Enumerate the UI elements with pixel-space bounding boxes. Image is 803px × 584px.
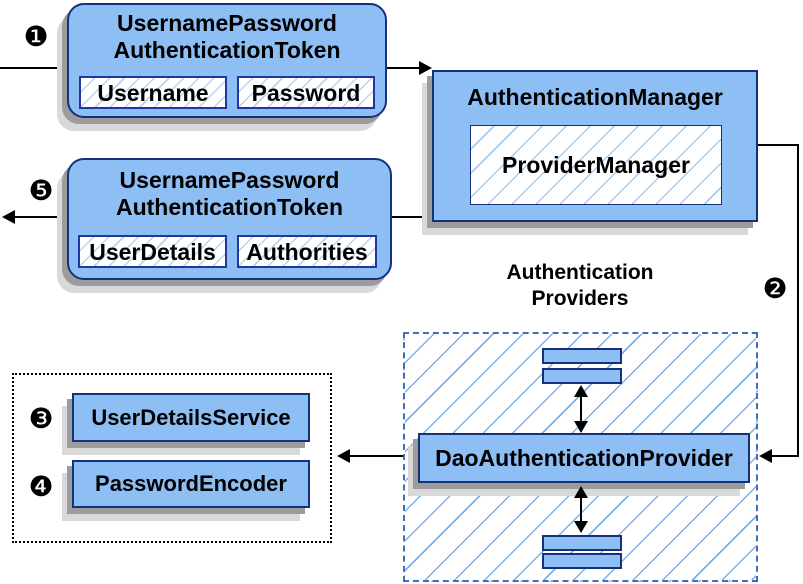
- result-token-title-line1: UsernamePassword: [119, 167, 340, 193]
- services-container: [12, 373, 332, 543]
- password-encoder-label: PasswordEncoder: [95, 471, 287, 496]
- connector-manager-to-result-token: [392, 216, 432, 218]
- step-5-badge: ❺: [28, 175, 54, 206]
- field-authorities: Authorities: [237, 235, 377, 268]
- connector-provider-to-services: [349, 455, 418, 457]
- dao-authentication-provider-label: DaoAuthenticationProvider: [435, 444, 733, 471]
- arrowhead-down-bottom-icon: [574, 521, 588, 533]
- providers-heading: Authentication Providers: [455, 260, 705, 312]
- step-3-badge: ❸: [28, 403, 54, 434]
- card-request-token: UsernamePassword AuthenticationToken Use…: [67, 3, 387, 118]
- provider-manager-label: ProviderManager: [502, 151, 690, 178]
- provider-stack-top-bar-1: [542, 348, 622, 364]
- step-2-badge: ❷: [762, 273, 788, 304]
- connector-into-provider-horizontal: [771, 455, 799, 457]
- card-password-encoder: PasswordEncoder: [72, 460, 310, 508]
- card-result-token: UsernamePassword AuthenticationToken Use…: [67, 158, 392, 280]
- arrowhead-up-top-icon: [574, 385, 588, 397]
- field-username: Username: [79, 76, 227, 109]
- request-token-title-line1: UsernamePassword: [117, 10, 337, 36]
- connector-token-to-manager: [387, 67, 420, 69]
- connector-manager-right-horizontal: [757, 144, 799, 146]
- arrowhead-into-provider-icon: [759, 449, 772, 463]
- provider-stack-top-bar-2: [542, 368, 622, 384]
- arrowhead-up-bottom-icon: [574, 486, 588, 498]
- provider-manager-box: ProviderManager: [470, 125, 722, 205]
- arrowhead-down-top-icon: [574, 421, 588, 433]
- arrowhead-into-manager-icon: [419, 61, 432, 75]
- connector-provider-top-double: [580, 394, 582, 423]
- connector-provider-bottom-double: [580, 495, 582, 523]
- arrowhead-result-out-icon: [2, 210, 15, 224]
- providers-heading-line2: Providers: [531, 287, 629, 310]
- field-password: Password: [237, 76, 375, 109]
- request-token-title-line2: AuthenticationToken: [113, 37, 341, 63]
- provider-stack-bottom-bar-2: [542, 553, 622, 569]
- card-authentication-manager: AuthenticationManager ProviderManager: [432, 70, 758, 222]
- authentication-manager-title: AuthenticationManager: [467, 84, 723, 110]
- connector-result-out: [14, 216, 67, 218]
- card-dao-authentication-provider: DaoAuthenticationProvider: [418, 433, 750, 483]
- step-4-badge: ❹: [28, 471, 54, 502]
- field-userdetails: UserDetails: [78, 235, 227, 268]
- provider-stack-bottom-bar-1: [542, 535, 622, 551]
- arrowhead-into-services-icon: [337, 449, 350, 463]
- providers-heading-line1: Authentication: [506, 261, 654, 284]
- card-user-details-service: UserDetailsService: [72, 393, 310, 442]
- connector-request-in: [0, 67, 67, 69]
- result-token-title-line2: AuthenticationToken: [115, 194, 343, 220]
- step-1-badge: ❶: [23, 21, 49, 52]
- user-details-service-label: UserDetailsService: [91, 404, 291, 430]
- connector-manager-to-provider-vertical: [797, 144, 799, 457]
